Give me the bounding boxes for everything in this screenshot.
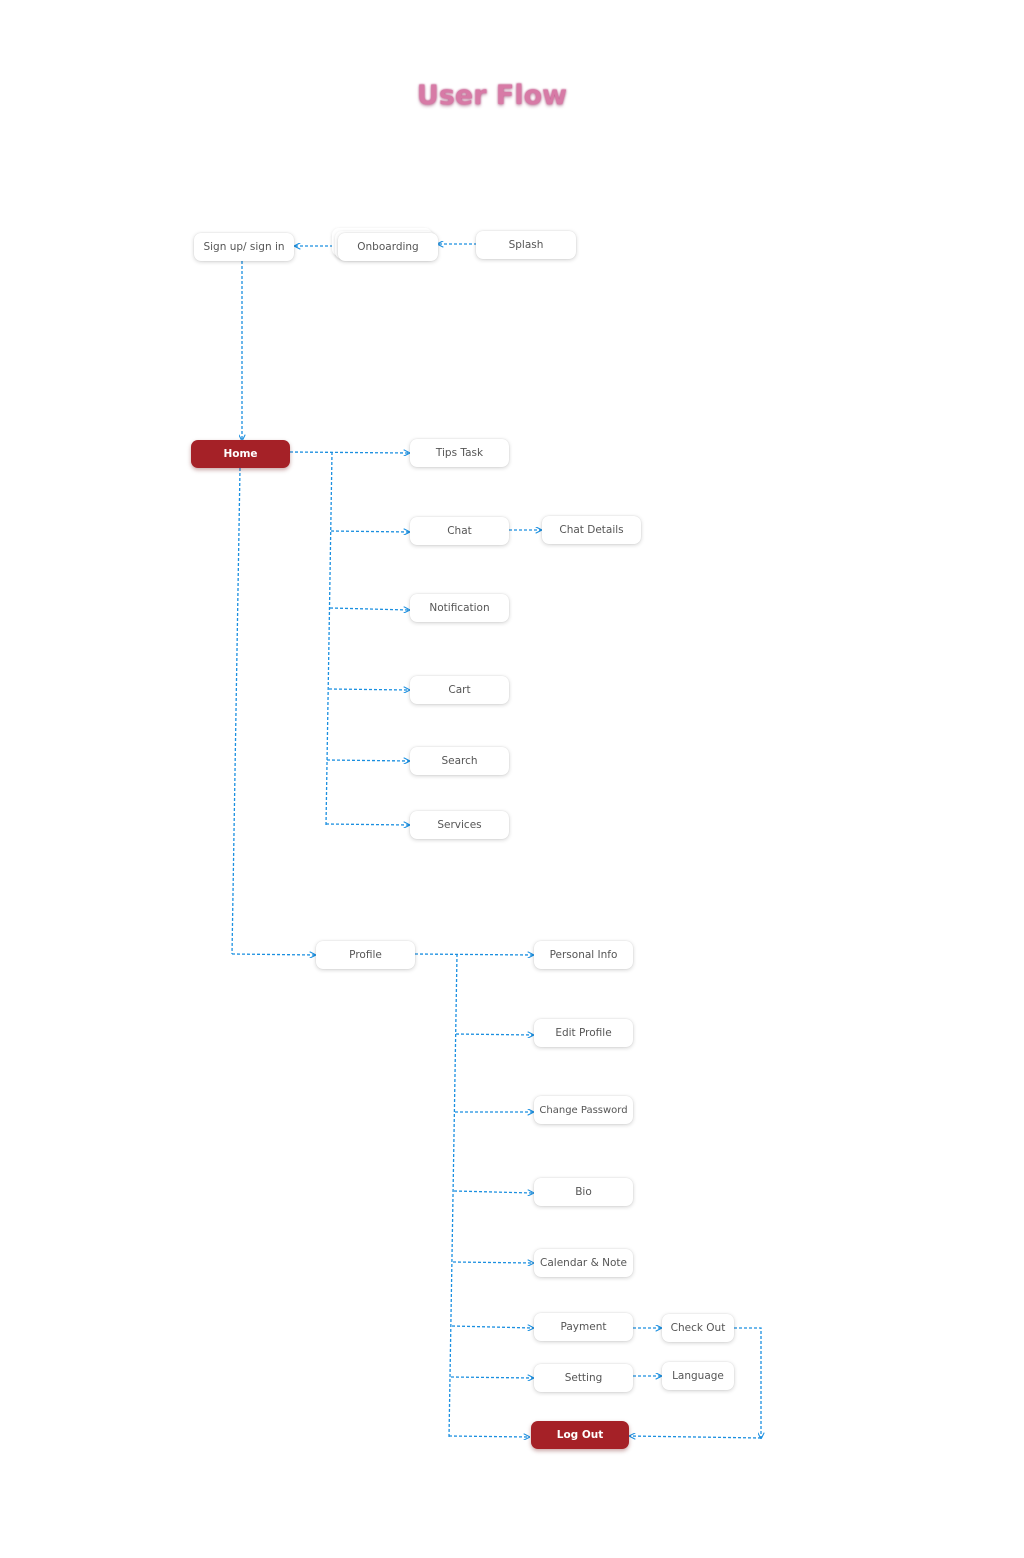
connector-trunk-bio: [453, 1191, 533, 1193]
node-splash[interactable]: Splash: [476, 231, 576, 259]
node-signup[interactable]: Sign up/ sign in: [194, 233, 294, 261]
node-payment[interactable]: Payment: [534, 1313, 633, 1341]
connector-trunk-payment: [451, 1326, 533, 1328]
node-check-out[interactable]: Check Out: [662, 1314, 734, 1342]
node-setting[interactable]: Setting: [534, 1364, 633, 1392]
node-bio[interactable]: Bio: [534, 1178, 633, 1206]
connector-profile-trunk: [448, 953, 458, 1438]
connector-checkout-right: [734, 1327, 761, 1438]
diagram-title: User Flow: [416, 80, 568, 111]
node-change-password[interactable]: Change Password: [534, 1096, 633, 1124]
node-language[interactable]: Language: [662, 1362, 734, 1390]
connector-trunk-cart: [328, 689, 409, 690]
connector-trunk-calendar: [452, 1262, 533, 1263]
connector-home-profile: [231, 954, 315, 955]
connector-trunk-logout: [448, 1436, 529, 1437]
node-edit-profile[interactable]: Edit Profile: [534, 1019, 633, 1047]
node-personal-info[interactable]: Personal Info: [534, 941, 633, 969]
node-notification[interactable]: Notification: [410, 594, 509, 622]
node-profile[interactable]: Profile: [316, 941, 415, 969]
connector-right-logout: [630, 1436, 762, 1438]
node-calendar-note[interactable]: Calendar & Note: [534, 1249, 633, 1277]
node-home[interactable]: Home: [191, 440, 290, 468]
node-search[interactable]: Search: [410, 747, 509, 775]
connector-profile-personalinfo: [414, 954, 533, 955]
connector-trunk-setting: [450, 1377, 533, 1378]
connector-home-trunk: [325, 451, 333, 826]
node-log-out[interactable]: Log Out: [531, 1421, 629, 1449]
connector-home-profile-vertical: [231, 467, 241, 955]
node-chat[interactable]: Chat: [410, 517, 509, 545]
connector-trunk-notification: [329, 608, 409, 610]
connector-trunk-editprofile: [455, 1034, 533, 1035]
connector-trunk-chat: [330, 531, 409, 532]
node-onboarding[interactable]: Onboarding: [338, 233, 438, 261]
node-tips-task[interactable]: Tips Task: [410, 439, 509, 467]
connector-trunk-search: [326, 760, 409, 761]
node-cart[interactable]: Cart: [410, 676, 509, 704]
node-services[interactable]: Services: [410, 811, 509, 839]
connector-home-tipstask: [289, 452, 409, 453]
connector-trunk-services: [325, 824, 409, 825]
node-chat-details[interactable]: Chat Details: [542, 516, 641, 544]
